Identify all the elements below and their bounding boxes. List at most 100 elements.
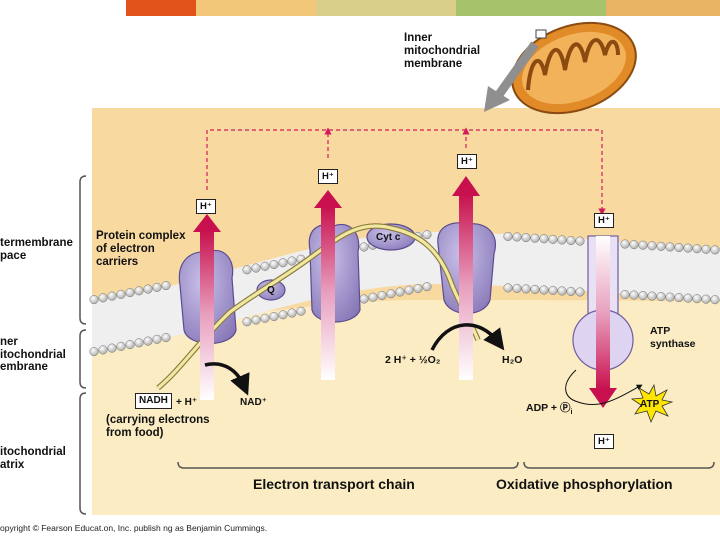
lipid-head [404,285,414,295]
atp-synthase [572,235,634,408]
lipid-head [548,285,558,295]
copyright-notice: opyright © Fearson Educat.on, Inc. publi… [0,523,268,533]
lipid-head [296,306,306,316]
lipid-head [521,233,531,243]
lipid-head [647,241,657,251]
lipid-head [413,283,423,293]
lipid-head [620,239,630,249]
lipid-head [242,317,252,327]
lipid-head [683,243,693,253]
lipid-head [665,242,675,252]
lipid-head [638,291,648,301]
lipid-head [539,285,549,295]
h-plus-badge-2: H⁺ [318,169,338,184]
intermembrane-space-label: termembrane pace [0,237,73,262]
lipid-head [575,236,585,246]
lipid-head [710,295,720,305]
region-brackets [79,175,87,515]
lipid-head [674,293,684,303]
lipid-head [620,289,630,300]
oxphos-section-label: Oxidative phosphorylation [496,476,673,492]
h-plus-badge-1: H⁺ [196,199,216,214]
h-plus-badge-3: H⁺ [457,154,477,169]
lipid-head [503,231,513,241]
lipid-head [539,234,549,244]
inner-mitochondrial-membrane-label: Inner mitochondrial membrane [404,32,481,70]
lipid-head [629,290,639,300]
ubiquinone-q [256,279,286,301]
lipid-head [143,336,153,346]
lipid-head [512,283,522,293]
lipid-head [530,233,540,243]
protein-complex-label: Protein complex of electron carriers [96,230,186,268]
lipid-head [116,289,126,299]
lipid-head [125,288,135,298]
adp-pi-label: ADP + Ⓟi [526,402,573,417]
lipid-head [422,282,432,292]
lipid-head [692,244,702,254]
lipid-head [269,311,279,322]
lipid-head [107,291,117,301]
lipid-head [701,294,711,304]
lipid-head [116,341,126,351]
lipid-head [566,286,576,297]
lipid-head [242,265,252,275]
bottom-brackets [177,461,715,469]
lipid-head [161,333,171,343]
lipid-head [566,235,576,246]
lipid-head [674,242,684,253]
lipid-head [521,284,531,294]
lipid-head [368,292,378,302]
lipid-head [647,291,657,301]
nadh-to-nad-arrow [204,362,250,396]
lipid-head [89,347,99,357]
mitochondrion-icon [511,21,637,115]
lipid-head [269,259,279,270]
h-plus-badge-4: H⁺ [594,213,614,228]
lipid-head [107,343,117,353]
lipid-head [125,340,135,350]
lipid-head [665,292,675,302]
nadh-plus-h-label: + H⁺ [176,397,198,408]
proton-arrow-complex-i [193,214,221,400]
lipid-head [152,282,162,292]
matrix-region [92,300,720,515]
lipid-head [251,263,261,273]
oxygen-to-water-arrow [430,323,505,351]
proton-circulation-path [206,127,606,216]
lipid-head [557,235,567,245]
lipid-head [692,294,702,304]
lipid-head [683,293,693,303]
lipid-head [656,241,666,251]
proton-arrow-complex-iv [452,176,480,380]
lipid-head [422,230,432,240]
atp-star [630,383,674,424]
lipid-head [152,334,162,344]
lipid-head [260,261,270,271]
lipid-head [143,284,153,294]
lipid-head [656,292,666,302]
lipid-head [161,281,171,291]
h-plus-badge-5: H⁺ [594,434,614,449]
lipid-head [395,287,405,297]
pointer-arrow [484,41,539,112]
carrying-electrons-label: (carrying electrons from food) [106,414,210,439]
inner-membrane-bilayer [92,231,720,352]
lipid-head [287,308,297,318]
lipid-head [629,240,639,250]
lipid-head [98,293,108,303]
lipid-head [503,283,513,293]
lipid-head [701,244,711,254]
lipid-head [575,287,585,297]
atp-label: ATP [640,399,660,410]
top-photo-strip [126,0,720,16]
lipid-head [278,258,288,268]
matrix-label: itochondrial atrix [0,446,66,471]
q-label: Q [267,285,275,296]
lipid-head [98,345,108,355]
water-product-label: H₂O [502,354,523,366]
cyt-c-label: Cyt c [376,232,401,243]
lipid-head [638,240,648,250]
lipid-head [557,286,567,296]
lipid-head [377,290,387,301]
